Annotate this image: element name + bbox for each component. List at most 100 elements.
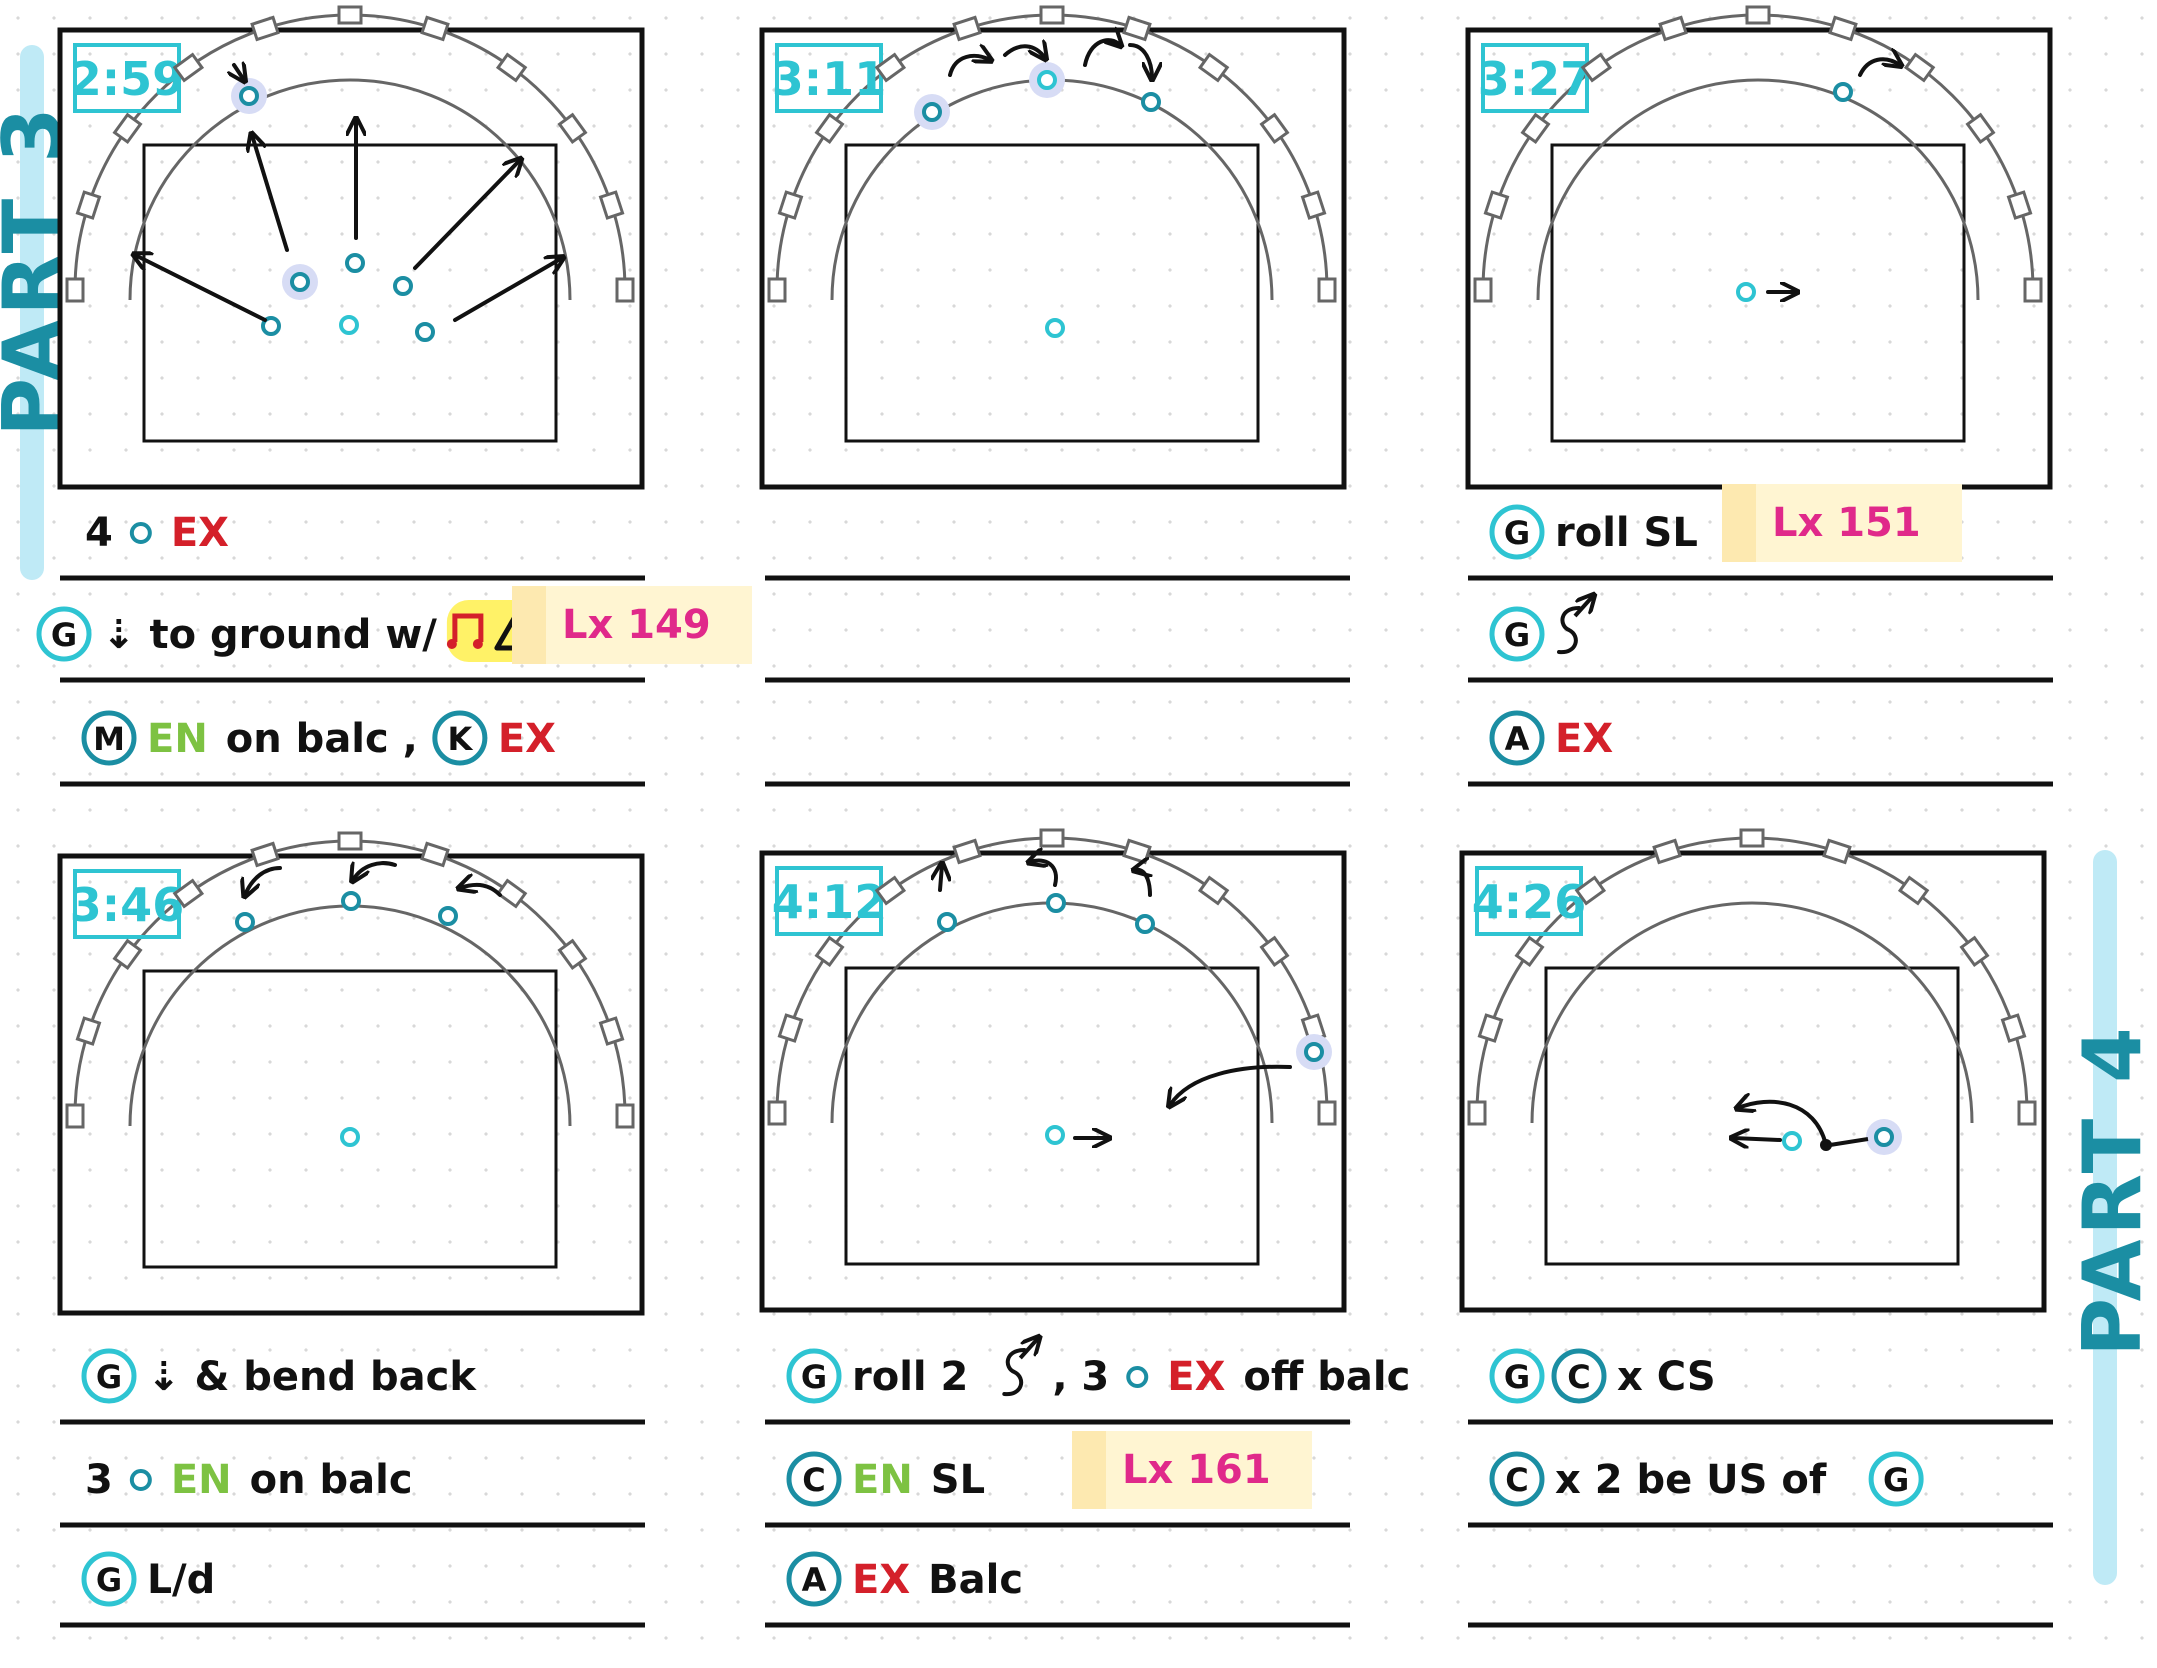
movement-arrow [1733,1138,1782,1140]
music-note-head [472,639,483,649]
role-badge [786,1348,842,1404]
dancer-marker [922,102,942,122]
part-4-label: PART 4 [2066,1023,2157,1356]
light-fixture [1574,875,1607,906]
timestamp: 3:27 [1478,52,1592,106]
dancer-marker [341,891,361,911]
timestamp: 4:26 [1472,875,1586,929]
light-fixture [1903,52,1936,83]
dancer-marker [1782,1131,1802,1151]
note-text: ᒪ/d [147,1557,215,1603]
note-text: EX [171,510,229,556]
movement-arrow [135,255,267,322]
light-fixture [1965,112,1996,145]
light-fixture [598,190,625,220]
light-fixture [1467,1100,1487,1126]
movement-arrow [245,866,282,895]
light-fixture [2006,190,2033,220]
light-fixture [814,935,845,968]
dancer-marker [1304,1042,1324,1062]
lighting-cue-label: Lx 151 [1772,500,1921,546]
dancer-marker [1037,70,1057,90]
note-text: EN [147,716,208,762]
dancer-circle-icon [129,522,152,544]
light-fixture [1039,5,1065,25]
dancer-marker [415,322,435,342]
part-4-bar [2093,850,2117,1585]
time-box [775,866,883,936]
note-text: on balc [250,1457,413,1503]
light-fixture [1652,838,1682,865]
dancer-marker [1045,1125,1065,1145]
role-badge-letter: G [51,616,77,654]
note-text: ⇣ & bend back [147,1354,477,1400]
light-fixture [1739,828,1765,848]
light-fixture [1122,838,1152,865]
timestamp: 3:11 [772,52,886,106]
dancer-marker [261,316,281,336]
movement-arrow [252,135,289,252]
panel-frame [1459,850,2047,1313]
role-badge-letter: G [1883,1461,1909,1499]
part-3-bar [20,45,44,580]
light-fixture [1959,935,1990,968]
light-fixture [337,831,363,851]
dancer-marker [1874,1127,1894,1147]
light-fixture [1822,838,1852,865]
light-fixture [874,52,907,83]
balcony-inner-arc [830,901,1274,1124]
light-fixture [495,878,528,909]
light-fixture [112,938,143,971]
movement-arrow [413,160,520,270]
light-fixture [250,15,280,42]
light-fixture [2023,277,2043,303]
movement-arrow [1135,870,1150,897]
movement-arrow [1858,59,1900,77]
movement-line [1829,1137,1869,1147]
light-fixture [557,112,588,145]
role-badge-letter: G [1504,616,1530,654]
light-fixture [1897,875,1930,906]
stage-floor [1544,966,1960,1266]
light-fixture [1197,52,1230,83]
light-fixture [75,190,102,220]
note-text: , 3 [1052,1354,1109,1400]
note-text: 3 [85,1457,113,1503]
light-fixture [1483,190,1510,220]
movement-arrow [1738,1102,1828,1147]
role-badge [786,1451,842,1507]
light-fixture [420,841,450,868]
note-text: x 2 be US of [1555,1457,1827,1503]
note-text: ⇣ to ground w/ [102,612,437,658]
note-text: EX [1167,1354,1225,1400]
light-fixture [1658,15,1688,42]
note-text: EX [852,1557,910,1603]
sticky-tab [1722,484,1756,562]
dancer-marker [1833,82,1853,102]
dancer-circle-icon [1126,1366,1149,1388]
light-fixture [1122,15,1152,42]
music-note-head [446,639,457,649]
lighting-cue-sticky [1722,484,1962,562]
timestamp: 2:59 [70,52,184,106]
balcony-inner-arc [830,78,1274,301]
movement-arrow [1003,46,1045,58]
dancer-circle-icon [129,1469,152,1491]
note-text: SL [931,1457,985,1503]
dancer-marker [340,1127,360,1147]
swirl-arrow-head [1018,1338,1038,1360]
part-3-label: PART 3 [0,103,79,436]
role-badge-letter: M [93,720,125,758]
light-fixture [874,875,907,906]
note-text: EX [498,716,556,762]
light-fixture [1580,52,1613,83]
movement-arrow [353,861,397,880]
sticky-tab [512,586,546,664]
note-text: EX [1555,716,1613,762]
light-fixture [767,1100,787,1126]
role-badge [1489,504,1545,560]
light-fixture [1828,15,1858,42]
stage-floor [142,969,558,1269]
light-fixture [75,1016,102,1046]
